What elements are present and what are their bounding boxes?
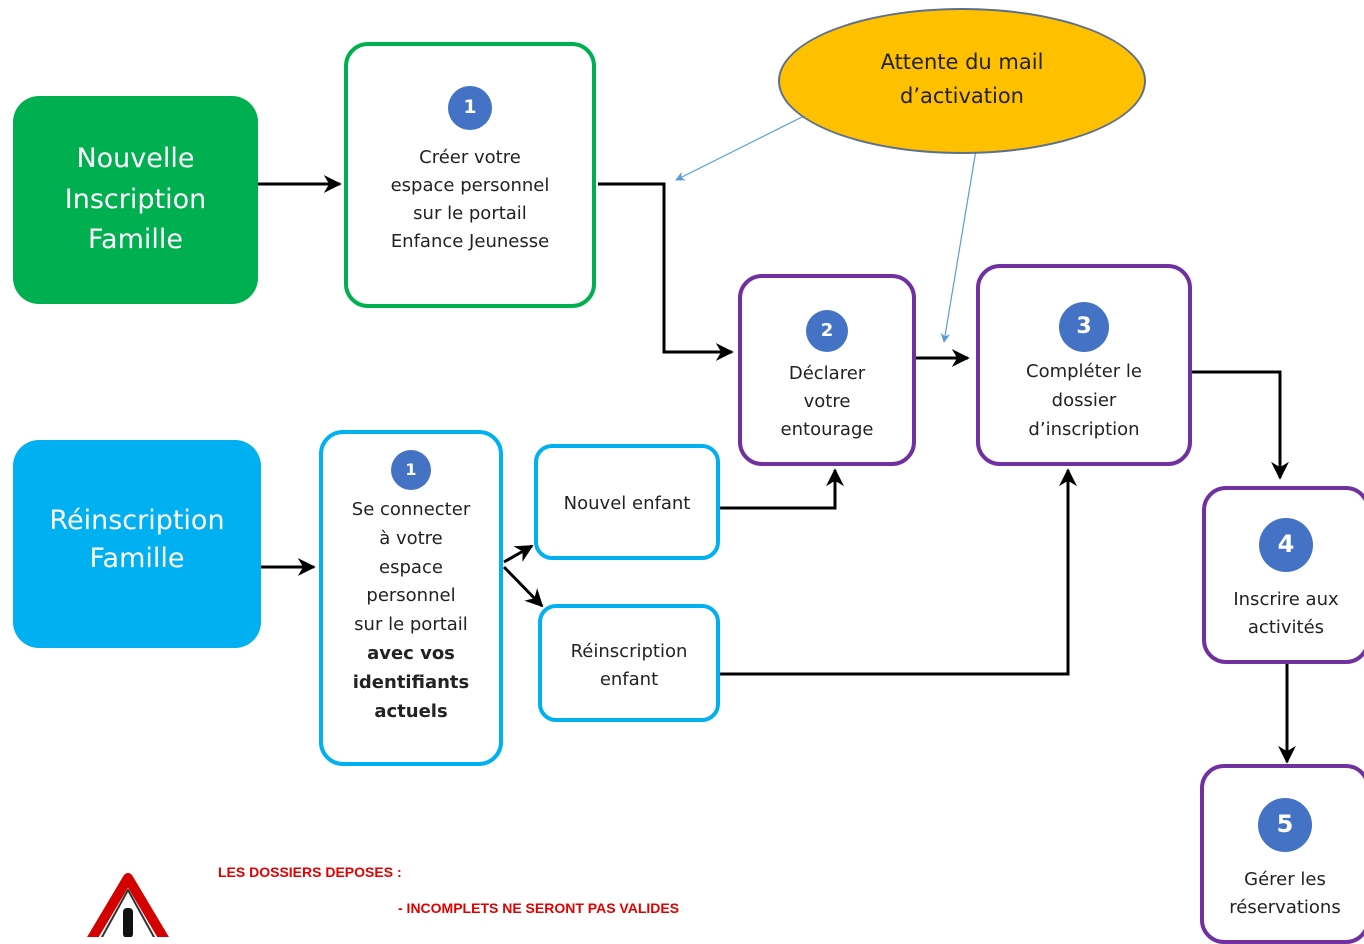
warning-heading: LES DOSSIERS DEPOSES : xyxy=(218,864,402,880)
new-family-label: Nouvelle Inscription Famille xyxy=(64,143,207,256)
step-number-badge: 1 xyxy=(391,450,431,490)
step-manage-bookings-label: Gérer les réservations xyxy=(1229,869,1341,918)
activation-mail-callout: Attente du mail d’activation xyxy=(778,8,1146,154)
branch-reregister-child: Réinscription enfant xyxy=(538,604,720,722)
step-number-badge: 2 xyxy=(806,310,848,352)
step-complete-file-label: Compléter le dossier d’inscription xyxy=(1026,361,1142,440)
arrow-connect-to-reregister-child xyxy=(502,565,544,608)
pointer-callout-to-step2-link xyxy=(940,137,979,343)
returning-family-label: Réinscription Famille xyxy=(49,505,225,574)
branch-new-child-label: Nouvel enfant xyxy=(563,493,691,514)
step-connect-space-label: Se connecter à votre espace personnel su… xyxy=(351,499,471,722)
new-family-node: Nouvelle Inscription Famille xyxy=(13,96,258,304)
step-register-activities-label: Inscrire aux activités xyxy=(1233,589,1339,638)
step-register-activities: 4 Inscrire aux activités xyxy=(1202,486,1364,664)
arrow-step3-to-step4 xyxy=(1190,370,1289,480)
activation-mail-callout-label: Attente du mail d’activation xyxy=(880,50,1044,108)
step-create-space-label: Créer votre espace personnel sur le port… xyxy=(390,147,550,252)
returning-family-node: Réinscription Famille xyxy=(13,440,261,648)
arrow-step1-to-step2 xyxy=(598,182,734,361)
step-connect-space: 1 Se connecter à votre espace personnel … xyxy=(319,430,503,766)
step-complete-file: 3 Compléter le dossier d’inscription xyxy=(976,264,1192,466)
step-manage-bookings: 5 Gérer les réservations xyxy=(1200,764,1364,944)
warning-item: - INCOMPLETS NE SERONT PAS VALIDES xyxy=(398,900,680,916)
step-number-badge: 3 xyxy=(1059,302,1109,352)
step-number-badge: 1 xyxy=(448,86,492,130)
arrow-connect-to-new-child xyxy=(503,544,534,564)
branch-new-child: Nouvel enfant xyxy=(534,444,720,560)
step-declare-household: 2 Déclarer votre entourage xyxy=(738,274,916,466)
pointer-callout-to-step1-link xyxy=(675,115,805,181)
branch-reregister-child-label: Réinscription enfant xyxy=(570,641,688,690)
step-number-badge: 4 xyxy=(1259,518,1313,572)
step-number-badge: 5 xyxy=(1258,798,1312,852)
warning-triangle-icon xyxy=(87,873,169,937)
arrow-reregister-child-to-step3 xyxy=(716,468,1077,676)
step-create-space: 1 Créer votre espace personnel sur le po… xyxy=(344,42,596,308)
step-declare-household-label: Déclarer votre entourage xyxy=(780,363,874,440)
arrow-new-child-to-step2 xyxy=(720,468,844,510)
